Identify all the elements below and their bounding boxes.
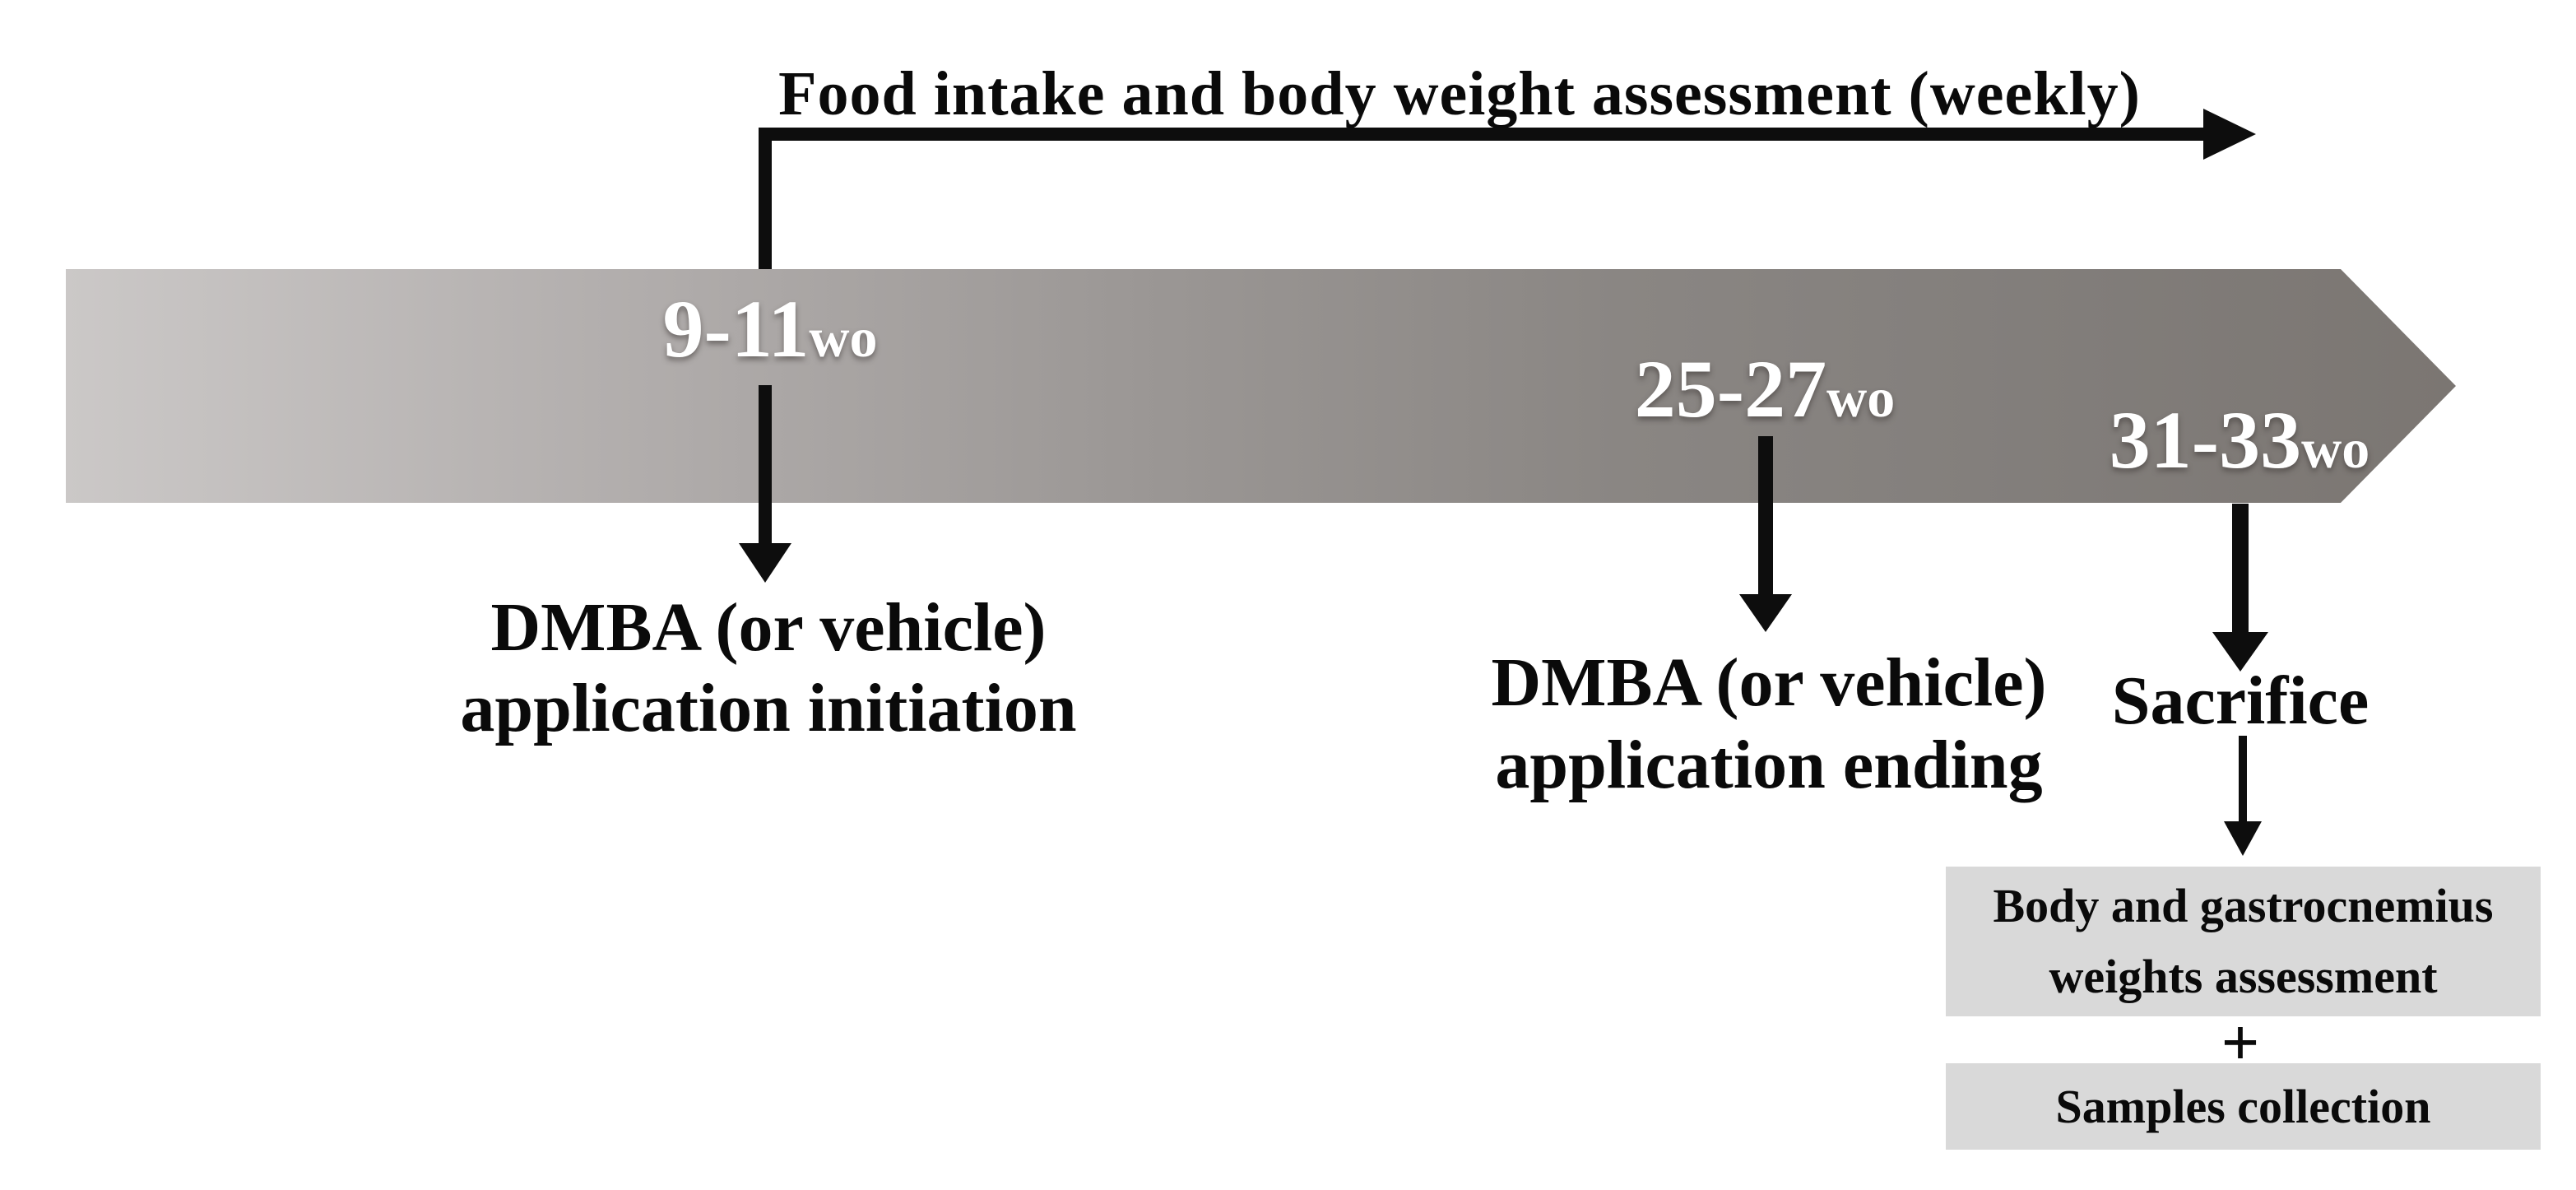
- outcome-box-samples: Samples collection: [1946, 1063, 2541, 1150]
- milestone-weeks: 25-27: [1634, 343, 1827, 435]
- event-sacrifice-label: Sacrifice: [2111, 662, 2369, 739]
- event-dmba-ending: DMBA (or vehicle) application ending: [1492, 642, 2047, 807]
- down-arrowhead-icon: [739, 543, 791, 583]
- down-arrow-ending-shaft: [1758, 436, 1773, 594]
- milestone-31-33wo: 31-33wo: [2110, 399, 2369, 490]
- event-dmba-initiation: DMBA (or vehicle) application initiation: [460, 588, 1076, 749]
- event-line: DMBA (or vehicle): [1491, 644, 2047, 721]
- milestone-unit: wo: [2301, 417, 2370, 480]
- outcome-box-line: weights assessment: [2049, 950, 2438, 1003]
- outcome-box-weights: Body and gastrocnemius weights assessmen…: [1946, 867, 2541, 1016]
- down-arrowhead-icon: [1739, 594, 1792, 632]
- event-line: DMBA (or vehicle): [490, 589, 1047, 666]
- assessment-arrow-vertical-line: [759, 128, 772, 273]
- event-line: application ending: [1495, 727, 2043, 803]
- down-arrow-outcome-shaft: [2239, 736, 2247, 821]
- milestone-9-11wo: 9-11wo: [663, 288, 878, 379]
- milestone-unit: wo: [809, 306, 878, 369]
- weekly-assessment-label: Food intake and body weight assessment (…: [778, 59, 2141, 128]
- timeline-band: [66, 269, 2456, 503]
- milestone-unit: wo: [1826, 366, 1896, 429]
- outcome-box-line: Body and gastrocnemius: [1993, 879, 2494, 932]
- down-arrowhead-icon: [2224, 821, 2262, 856]
- milestone-weeks: 31-33: [2109, 394, 2302, 486]
- down-arrow-initiation-shaft: [759, 385, 772, 543]
- right-arrowhead-icon: [2203, 109, 2256, 160]
- milestone-weeks: 9-11: [662, 283, 810, 374]
- milestone-25-27wo: 25-27wo: [1635, 348, 1895, 439]
- event-line: application initiation: [460, 670, 1077, 746]
- assessment-arrow-horizontal-line: [759, 128, 2205, 141]
- down-arrowhead-icon: [2212, 632, 2268, 672]
- down-arrow-sacrifice-shaft: [2232, 504, 2249, 632]
